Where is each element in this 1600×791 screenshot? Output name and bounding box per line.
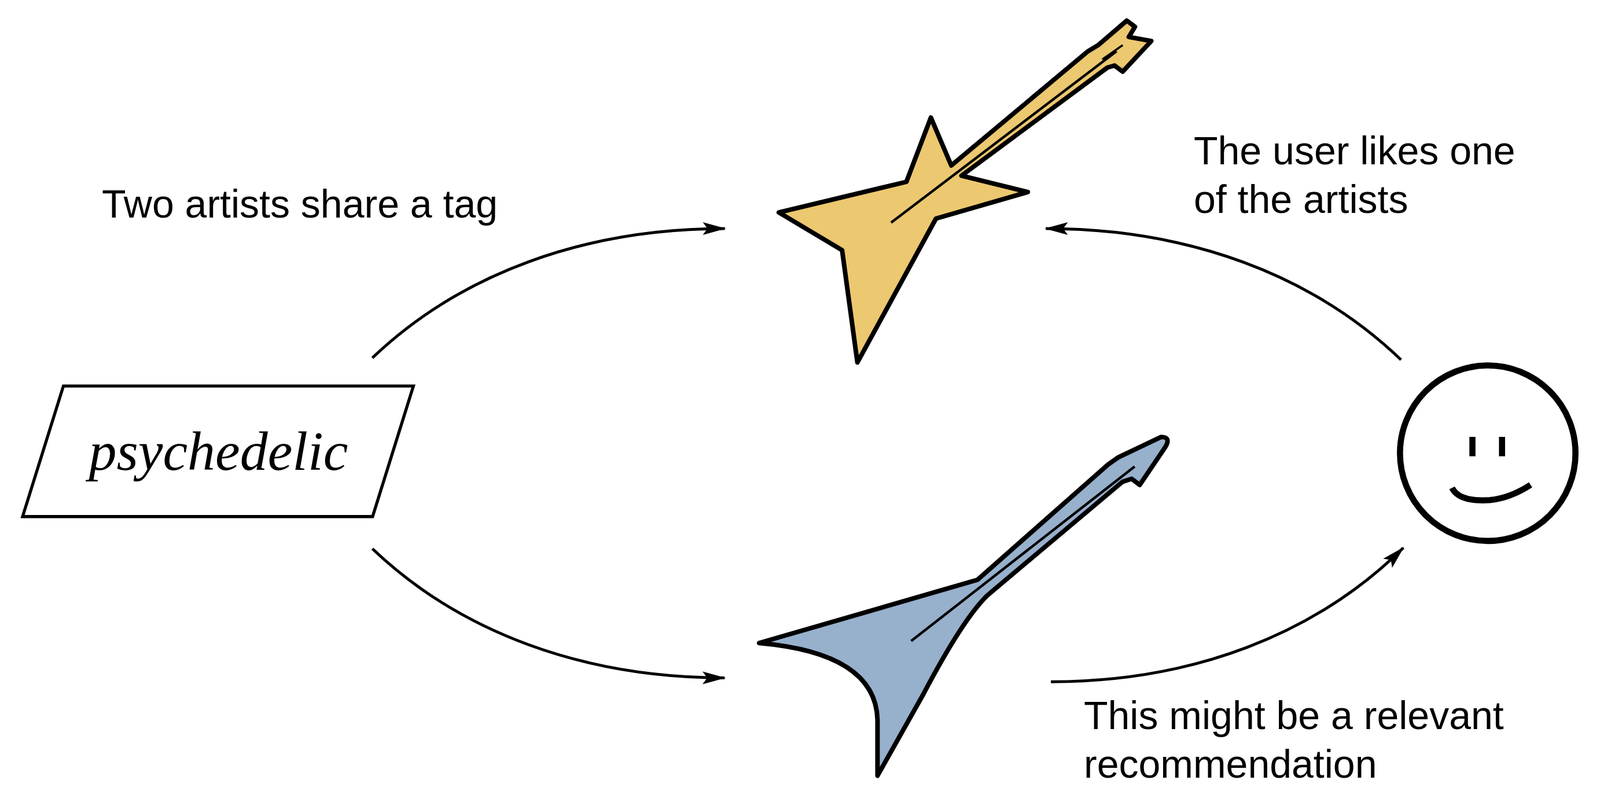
user-smiley (1392, 359, 1583, 550)
user-smiley-outline (1392, 359, 1583, 550)
edge-label: The user likes one of the artists (1193, 126, 1541, 224)
tag-parallelogram: psychedelic (18, 381, 419, 521)
edge-label: Two artists share a tag (101, 179, 542, 228)
curved-arrow (1045, 228, 1401, 360)
edge-label: This might be a relevant recommendation (1083, 690, 1559, 789)
tag-text: psychedelic (18, 381, 419, 521)
curved-arrow (1050, 547, 1404, 683)
artist-guitar-yellow (765, 10, 1164, 373)
artist-guitar-yellow-outline (765, 10, 1164, 373)
curved-arrow (372, 548, 725, 678)
curved-arrow (372, 228, 725, 358)
